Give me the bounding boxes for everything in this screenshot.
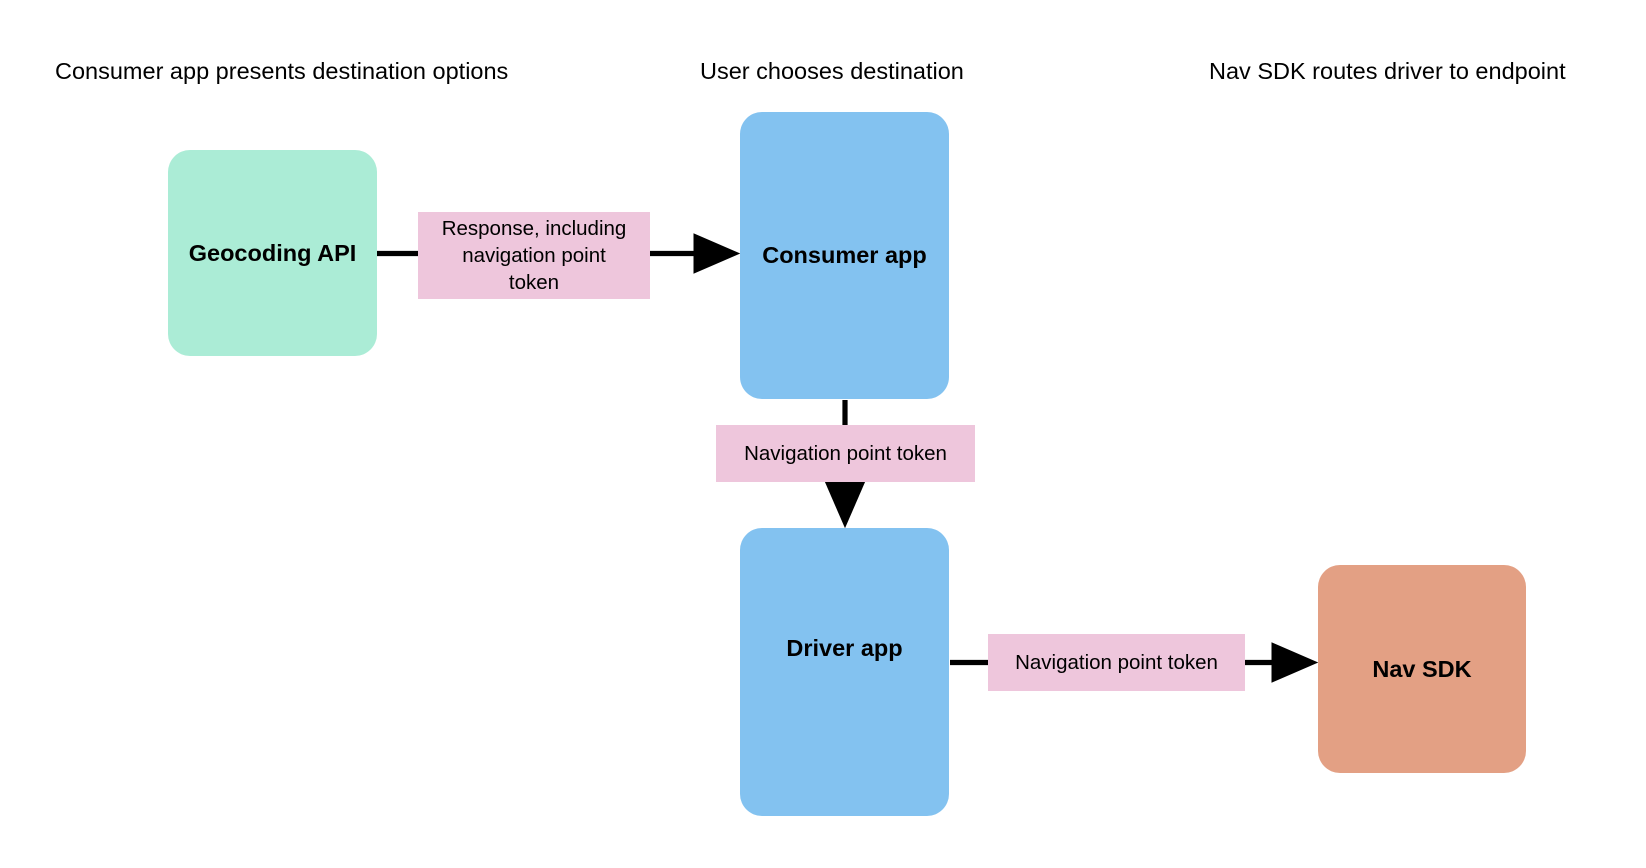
column-header-consumer-options: Consumer app presents destination option… [55,58,509,84]
edge-label-consumer-to-driver: Navigation point token [716,425,975,482]
edge-label-driver-to-navsdk: Navigation point token [988,634,1245,691]
node-driver-app[interactable]: Driver app [740,528,949,816]
column-header-nav-sdk-routes: Nav SDK routes driver to endpoint [1209,58,1566,84]
column-header-user-chooses: User chooses destination [700,58,964,84]
node-consumer-app-label: Consumer app [762,242,927,268]
edge-label-geocoding-to-consumer-text: Response, including navigation point tok… [441,216,627,295]
node-nav-sdk-label: Nav SDK [1372,655,1472,682]
edge-label-geocoding-to-consumer: Response, including navigation point tok… [418,212,650,299]
edge-label-consumer-to-driver-text: Navigation point token [744,441,947,465]
node-consumer-app[interactable]: Consumer app [740,112,949,399]
edge-label-driver-to-navsdk-text: Navigation point token [1015,650,1218,674]
node-geocoding-api-label: Geocoding API [188,239,357,266]
node-driver-app-label: Driver app [786,634,903,661]
node-geocoding-api[interactable]: Geocoding API [168,150,377,356]
node-nav-sdk[interactable]: Nav SDK [1318,565,1526,773]
